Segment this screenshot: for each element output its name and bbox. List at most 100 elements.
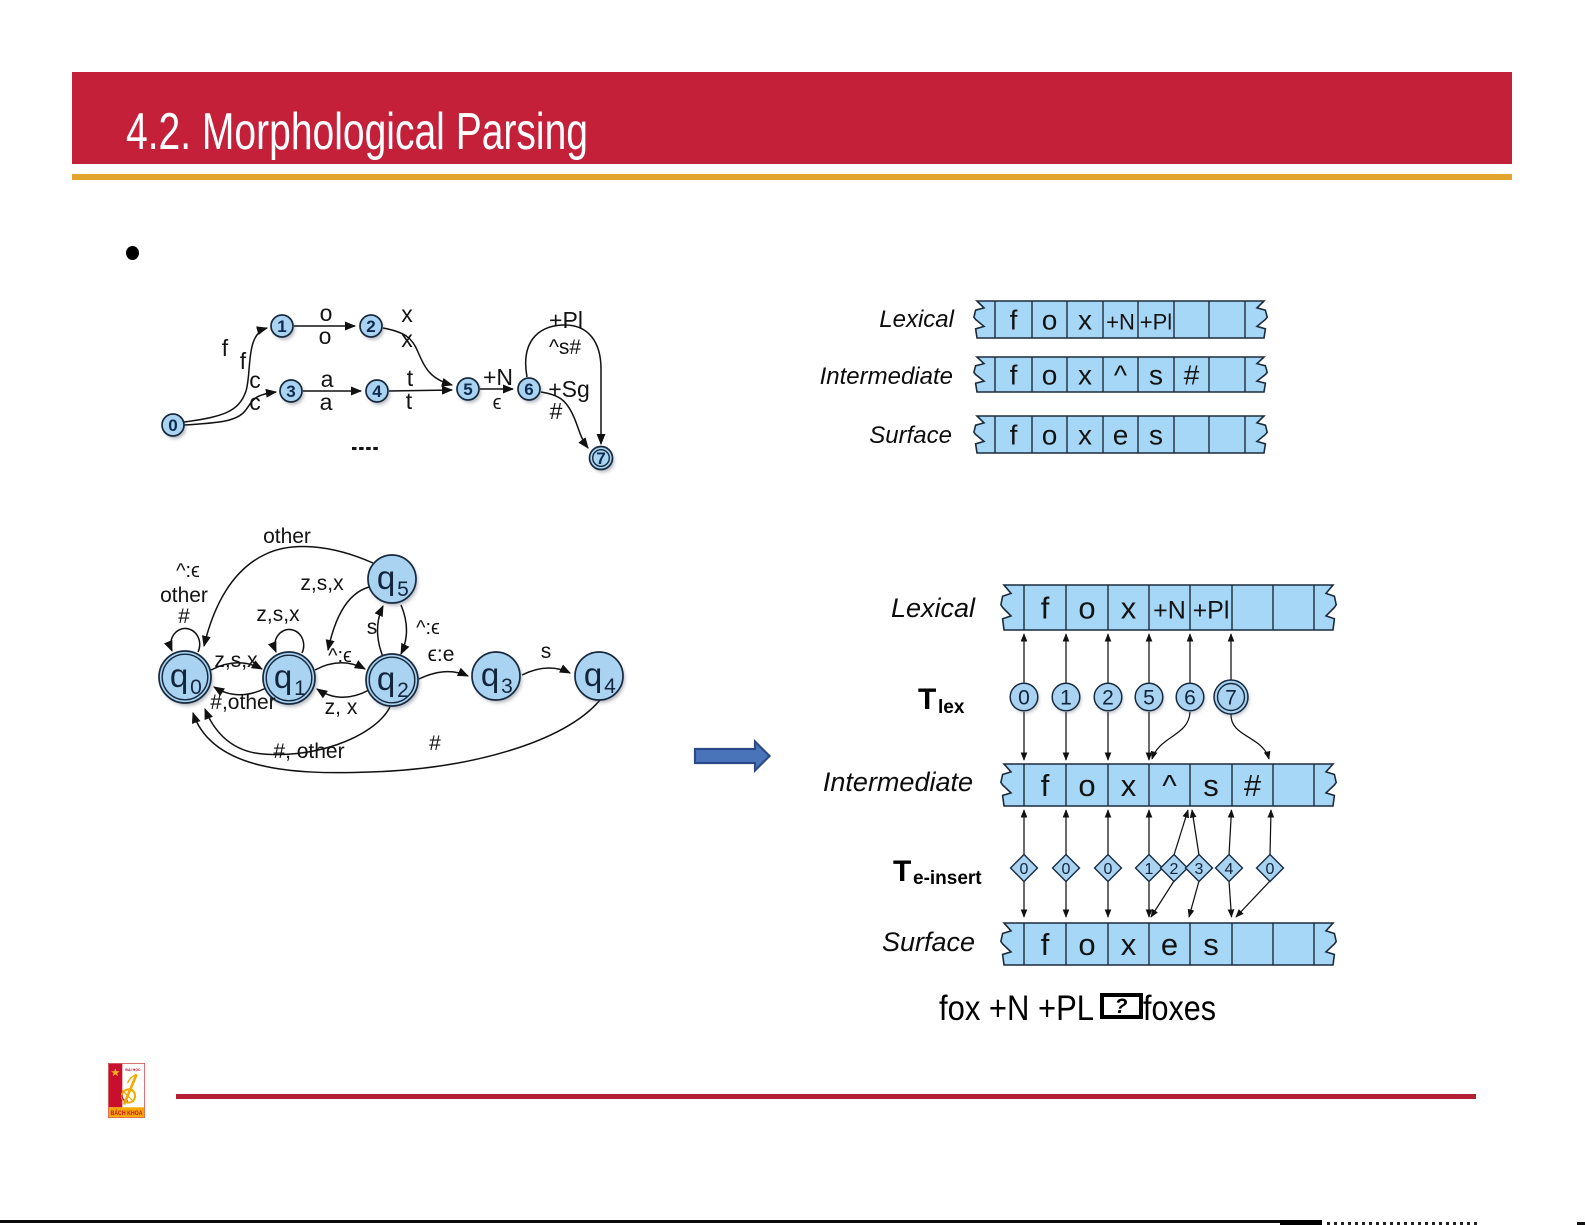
- svg-text:z, x: z, x: [325, 696, 358, 719]
- svg-text:q: q: [377, 660, 395, 697]
- svg-text:s: s: [1149, 359, 1163, 390]
- svg-text:0: 0: [190, 676, 202, 699]
- svg-text:4: 4: [372, 382, 382, 401]
- svg-text:^:ϵ: ^:ϵ: [176, 560, 200, 582]
- svg-text:#: #: [1184, 359, 1200, 390]
- svg-text:BÁCH KHOA: BÁCH KHOA: [111, 1110, 144, 1117]
- svg-text:o: o: [1042, 419, 1058, 450]
- svg-text:0: 0: [168, 416, 177, 435]
- svg-text:x: x: [1078, 304, 1092, 335]
- svg-text:^: ^: [1162, 768, 1177, 803]
- svg-text:^:ϵ: ^:ϵ: [328, 645, 352, 667]
- svg-text:o: o: [1078, 927, 1095, 962]
- svg-text:a: a: [321, 366, 334, 392]
- svg-text:s: s: [367, 616, 378, 639]
- svg-text:#, other: #, other: [273, 740, 344, 763]
- svg-text:f: f: [1041, 591, 1050, 626]
- svg-text:Surface: Surface: [869, 422, 952, 449]
- svg-text:0: 0: [1018, 687, 1030, 710]
- svg-text:+Sg: +Sg: [548, 376, 590, 402]
- svg-text:x: x: [1121, 591, 1137, 626]
- svg-text:z,s,x: z,s,x: [256, 603, 300, 626]
- svg-text:q: q: [274, 658, 292, 695]
- svg-text:t: t: [406, 388, 413, 414]
- svg-text:0: 0: [1266, 861, 1275, 878]
- svg-text:lex: lex: [938, 697, 965, 718]
- svg-text:e: e: [1161, 927, 1178, 962]
- svg-text:foxes: foxes: [1143, 989, 1216, 1028]
- svg-text:e: e: [1113, 419, 1129, 450]
- svg-text:6: 6: [524, 380, 533, 399]
- svg-text:o: o: [1078, 591, 1095, 626]
- svg-text:fox +N +PL: fox +N +PL: [939, 989, 1094, 1028]
- svg-text:o: o: [1078, 768, 1095, 803]
- svg-text:f: f: [222, 335, 229, 361]
- svg-text:z,s,x: z,s,x: [214, 649, 258, 672]
- svg-text:^s#: ^s#: [549, 336, 581, 359]
- svg-text:#: #: [178, 605, 190, 628]
- svg-text:q: q: [584, 656, 602, 693]
- svg-text:5: 5: [1143, 687, 1155, 710]
- svg-text:s: s: [1203, 768, 1219, 803]
- svg-text:^:ϵ: ^:ϵ: [416, 617, 440, 639]
- svg-text:T: T: [893, 855, 911, 888]
- svg-text:2: 2: [397, 679, 409, 702]
- svg-text:0: 0: [1020, 861, 1029, 878]
- svg-text:q: q: [481, 656, 499, 693]
- svg-text:5: 5: [463, 380, 472, 399]
- svg-text:4.2. Morphological Parsing: 4.2. Morphological Parsing: [126, 103, 588, 161]
- svg-text:q: q: [377, 559, 395, 596]
- svg-text:0: 0: [1062, 861, 1071, 878]
- svg-text:?: ?: [1115, 995, 1128, 1018]
- svg-text:3: 3: [501, 675, 513, 698]
- svg-text:6: 6: [1184, 687, 1196, 710]
- svg-text:f: f: [1041, 927, 1050, 962]
- svg-text:Lexical: Lexical: [879, 306, 954, 333]
- svg-text:o: o: [320, 300, 333, 326]
- svg-text:#: #: [1244, 768, 1262, 803]
- svg-text:o: o: [1042, 304, 1058, 335]
- svg-text:4: 4: [604, 675, 616, 698]
- svg-text:+N: +N: [1153, 597, 1186, 625]
- svg-text:x: x: [1121, 768, 1137, 803]
- svg-text:f: f: [1010, 419, 1018, 450]
- svg-text:f: f: [1041, 768, 1050, 803]
- svg-text:#: #: [550, 398, 563, 424]
- svg-text:1: 1: [1145, 861, 1154, 878]
- svg-text:s: s: [1203, 927, 1219, 962]
- svg-text:f: f: [1010, 359, 1018, 390]
- svg-text:#,other: #,other: [210, 691, 275, 714]
- svg-text:e-insert: e-insert: [913, 868, 982, 889]
- svg-text:other: other: [263, 525, 311, 548]
- svg-text:7: 7: [1225, 687, 1237, 710]
- svg-text:o: o: [319, 323, 332, 349]
- svg-text:+N: +N: [1106, 309, 1135, 334]
- svg-text:0: 0: [1104, 861, 1113, 878]
- svg-text:x: x: [1078, 419, 1092, 450]
- svg-text:ϵ:e: ϵ:e: [428, 643, 455, 666]
- svg-text:x: x: [1121, 927, 1137, 962]
- svg-text:1: 1: [277, 317, 286, 336]
- svg-text:c: c: [249, 367, 261, 393]
- svg-text:2: 2: [366, 317, 375, 336]
- svg-text:t: t: [407, 365, 414, 391]
- svg-text:Intermediate: Intermediate: [823, 767, 973, 797]
- svg-text:2: 2: [1102, 687, 1114, 710]
- svg-text:4: 4: [1225, 861, 1234, 878]
- svg-text:f: f: [1010, 304, 1018, 335]
- svg-text:x: x: [401, 301, 413, 327]
- svg-text:ϵ: ϵ: [493, 392, 502, 414]
- svg-text:1: 1: [294, 677, 306, 700]
- svg-text:Intermediate: Intermediate: [820, 363, 953, 390]
- svg-text:x: x: [1078, 359, 1092, 390]
- svg-text:Lexical: Lexical: [891, 593, 976, 623]
- svg-text:5: 5: [397, 578, 409, 601]
- svg-text:3: 3: [1195, 861, 1204, 878]
- svg-text:q: q: [170, 657, 188, 694]
- svg-text:+Pl: +Pl: [1193, 597, 1230, 625]
- svg-text:ĐẠI HỌC: ĐẠI HỌC: [125, 1068, 141, 1072]
- svg-text:+Pl: +Pl: [549, 307, 583, 333]
- svg-text:f: f: [240, 348, 247, 374]
- svg-text:z,s,x: z,s,x: [300, 572, 344, 595]
- svg-text:o: o: [1042, 359, 1058, 390]
